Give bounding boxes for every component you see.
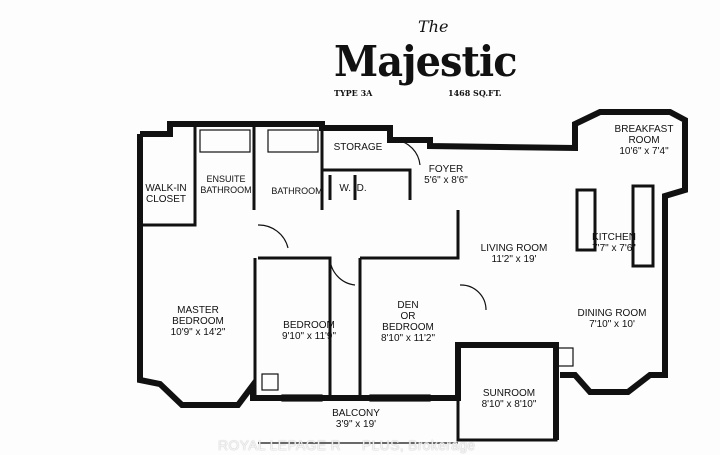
title-prefix: The: [418, 17, 449, 36]
room-laundry: W. D.: [339, 183, 367, 194]
outer-wall-top: [140, 109, 688, 395]
room-walkin-closet: WALK-IN CLOSET: [145, 183, 187, 205]
room-kitchen: KITCHEN 7'7" x 7'6": [592, 232, 636, 254]
plan-title: Majestic: [334, 37, 518, 86]
room-storage: STORAGE: [333, 142, 383, 153]
shaft: [261, 373, 279, 391]
room-bathroom: BATHROOM: [271, 186, 323, 196]
room-dining: DINING ROOM 7'10" x 10': [577, 308, 647, 330]
unit-area: 1468 SQ.FT.: [448, 88, 502, 98]
kitchen-counter: [575, 188, 597, 252]
room-foyer: FOYER 5'6" x 8'6": [424, 164, 468, 186]
room-ensuite: ENSUITE BATHROOM: [200, 174, 252, 195]
window-balcony: [281, 394, 323, 402]
room-bedroom: BEDROOM 9'10" x 11'9": [281, 320, 337, 342]
sunroom-wall: [456, 343, 558, 442]
door-swing: [257, 139, 487, 311]
window-den: [369, 394, 431, 402]
room-den: DEN OR BEDROOM 8'10" x 11'2": [380, 300, 436, 344]
kitchen-counter-right: [631, 184, 655, 268]
room-living: LIVING ROOM 11'2" x 19': [480, 243, 548, 265]
room-master-bedroom: MASTER BEDROOM 10'9" x 14'2": [170, 305, 226, 338]
room-sunroom: SUNROOM 8'10" x 8'10": [481, 388, 537, 410]
tub: [199, 129, 251, 153]
tub-2: [267, 129, 319, 153]
room-balcony: BALCONY 3'9" x 19': [332, 408, 380, 430]
watermark: ROYAL LEPAGE R PLUS, Brokerage: [218, 437, 476, 453]
shaft-2: [556, 347, 574, 367]
unit-type: TYPE 3A: [334, 88, 373, 98]
interior-wall: [143, 124, 460, 398]
interior-wall-2: [322, 168, 412, 200]
room-breakfast: BREAKFAST ROOM 10'6" x 7'4": [614, 124, 674, 157]
